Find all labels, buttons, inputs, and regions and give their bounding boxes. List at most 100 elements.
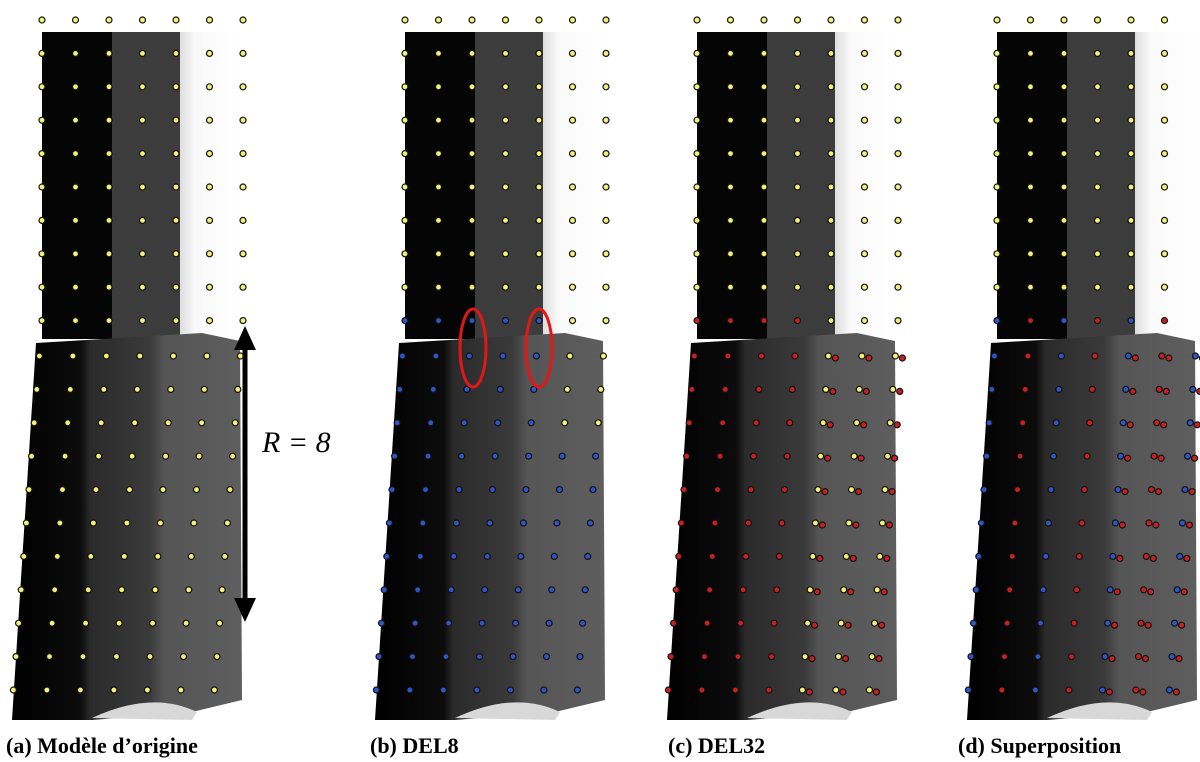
grid-dot [726,283,735,291]
grid-dot-displaced [1152,521,1160,529]
grid-dot [977,519,986,527]
grid-dot [1031,686,1040,694]
grid-dot [791,352,799,360]
grid-dot [136,352,144,360]
grid-dot [401,183,409,191]
grid-dot [788,385,796,393]
grid-dot [693,216,701,224]
grid-dot [553,519,561,527]
grid-dot [517,552,525,561]
grid-dot [234,385,242,393]
grid-dot [434,150,443,158]
grid-dot [172,283,180,291]
grid-dot [706,586,714,594]
grid-dot [133,385,141,393]
grid-dot [509,652,517,661]
grid-dot-displaced [1185,521,1194,529]
grid-dot [672,586,680,594]
grid-dot [452,519,460,527]
grid-dot [568,83,577,91]
grid-dot [38,116,46,124]
grid-dot [555,486,564,494]
grid-dot [110,686,118,694]
grid-dot [550,552,558,561]
grid-dot-displaced [1183,554,1191,563]
grid-dot [71,216,80,224]
grid-dot [105,16,113,24]
grid-dot [1093,16,1102,24]
grid-dot [760,116,768,124]
grid-dot-displaced [821,488,829,496]
grid-dot [125,486,134,494]
grid-dot [713,486,722,494]
grid-dot [1024,352,1032,360]
grid-dot [532,352,541,360]
grid-dot [870,619,879,627]
grid-dot [573,686,582,694]
grid-dot [1086,419,1094,427]
grid-dot [38,283,46,291]
grid-dot [860,116,869,124]
grid-dot [894,317,902,325]
grid-dot [819,419,827,427]
grid-dot [71,317,80,325]
grid-dot [172,317,180,325]
grid-dot [985,419,993,427]
grid-dot [1093,183,1102,191]
grid-dot [1127,116,1135,124]
grid-dot [1093,49,1102,58]
grid-dot [427,419,435,427]
grid-dot [522,486,530,494]
grid-dot [860,250,869,258]
grid-dot [734,652,742,661]
grid-dot [834,652,843,661]
grid-dot [1181,486,1189,494]
grid-dot-displaced [1149,554,1157,563]
grid-dot [416,552,424,561]
grid-dot [1006,586,1014,594]
grid-dot [886,419,894,427]
grid-dot [680,486,688,494]
grid-dot [229,452,237,460]
grid-dot [43,686,51,694]
grid-dot [1116,452,1125,460]
grid-dot-displaced [1175,654,1183,663]
top-gray-band [1067,32,1135,339]
grid-dot [138,183,147,191]
grid-dot [868,652,876,661]
grid-dot [703,619,711,627]
grid-dot [1111,519,1120,527]
grid-dot [773,586,781,594]
grid-dot [535,317,543,325]
grid-dot [501,16,510,24]
grid-dot [138,283,147,291]
grid-dot [149,619,157,627]
grid-dot [210,686,218,694]
grid-dot [156,519,164,527]
grid-dot-displaced [1129,387,1137,395]
grid-dot [793,317,802,325]
grid-dot [1137,619,1145,627]
grid-dot [693,183,701,191]
grid-dot-displaced [831,354,840,362]
grid-dot [69,352,77,360]
grid-dot [239,250,247,258]
grid-dot [22,519,30,527]
grid-dot [162,452,170,460]
grid-dot [824,352,833,360]
grid-dot [486,519,494,527]
grid-dot [1168,652,1176,661]
grid-dot [460,419,468,427]
grid-dot [429,385,437,393]
grid-dot [71,49,80,58]
grid-dot [993,83,1001,91]
grid-dot-displaced [841,654,850,663]
grid-dot-displaced [883,554,891,563]
grid-dot [76,686,85,694]
grid-dot [535,83,543,91]
grid-dot [1008,552,1016,561]
grid-dot [401,317,409,325]
grid-dot-displaced [808,654,816,663]
grid-dot [894,283,902,291]
grid-dot [478,619,486,627]
